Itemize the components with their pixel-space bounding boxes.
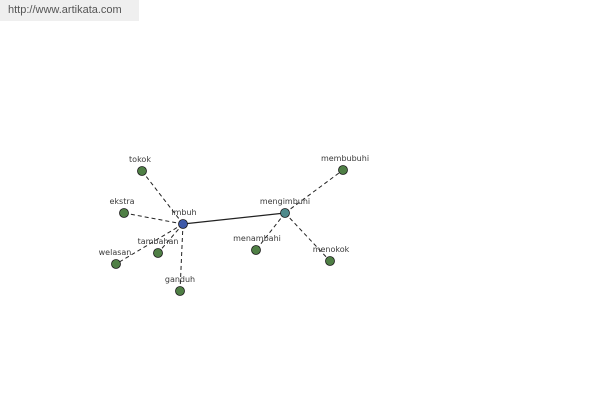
node-imbuh[interactable] xyxy=(178,219,188,229)
node-menokok[interactable] xyxy=(325,256,335,266)
edge-imbuh-welasan xyxy=(115,223,184,265)
edge-mengimbuhi-membubuhi xyxy=(284,169,344,214)
node-label-membubuhi: membubuhi xyxy=(321,154,369,163)
node-label-menambahi: menambahi xyxy=(233,234,281,243)
node-ekstra[interactable] xyxy=(119,208,129,218)
node-mengimbuhi[interactable] xyxy=(280,208,290,218)
node-label-mengimbuhi: mengimbuhi xyxy=(260,197,310,206)
node-label-tokok: tokok xyxy=(129,155,151,164)
edge-mengimbuhi-menambahi xyxy=(255,212,286,251)
node-welasan[interactable] xyxy=(111,259,121,269)
node-label-tambahan: tambahan xyxy=(138,237,179,246)
nodes-layer xyxy=(111,165,348,296)
node-label-imbuh: imbuh xyxy=(171,208,196,217)
node-label-ganduh: ganduh xyxy=(165,275,195,284)
node-label-welasan: welasan xyxy=(99,248,132,257)
edge-imbuh-ekstra xyxy=(123,212,184,225)
edge-imbuh-mengimbuhi xyxy=(182,212,286,225)
edge-imbuh-tambahan xyxy=(157,223,184,254)
edge-mengimbuhi-menokok xyxy=(284,212,331,262)
node-menambahi[interactable] xyxy=(251,245,261,255)
node-tambahan[interactable] xyxy=(153,248,163,258)
node-tokok[interactable] xyxy=(137,166,147,176)
watermark-url: http://www.artikata.com xyxy=(0,0,139,21)
labels-layer: imbuh mengimbuhi tokok ekstra tambahan welasa… xyxy=(99,154,369,284)
node-membubuhi[interactable] xyxy=(338,165,348,175)
node-label-ekstra: ekstra xyxy=(109,197,134,206)
node-ganduh[interactable] xyxy=(175,286,185,296)
edges-layer xyxy=(115,169,344,292)
node-label-menokok: menokok xyxy=(313,245,350,254)
